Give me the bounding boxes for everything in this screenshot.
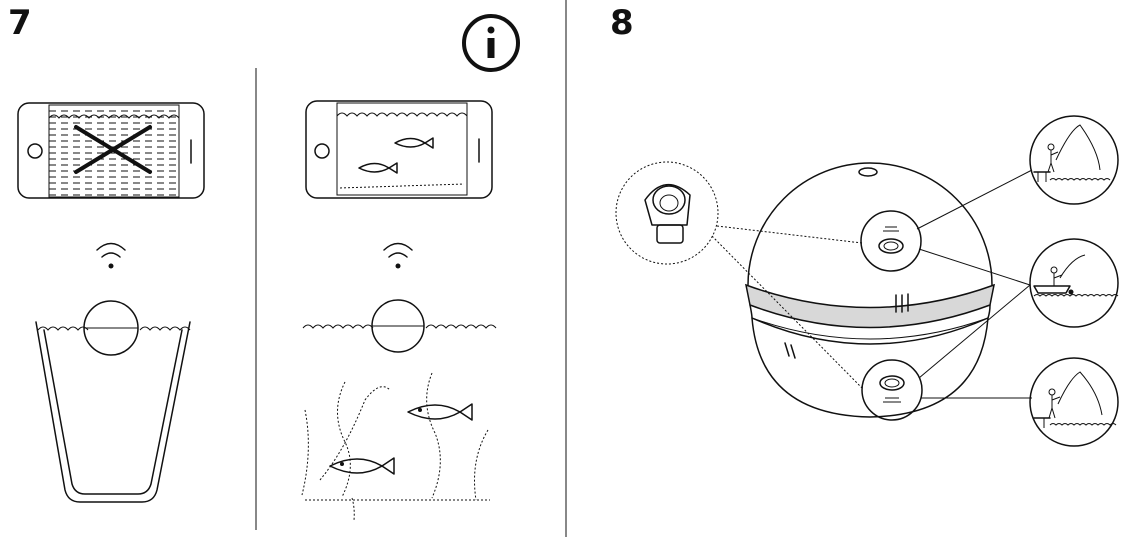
cup (35, 321, 191, 503)
fish-icon (358, 162, 398, 174)
wifi-icon (383, 242, 413, 269)
smartphone-icon (305, 100, 493, 199)
x-mark-icon (74, 125, 152, 174)
sonar-device (745, 162, 995, 418)
fisherman-icon (1029, 357, 1119, 447)
wifi-icon (96, 242, 126, 269)
sensor-closeup (644, 184, 691, 244)
step-number-8: 8 (610, 3, 634, 43)
fish-icon (407, 403, 473, 421)
info-circle-icon (462, 14, 520, 72)
water-surface (302, 324, 497, 329)
zoom-callout (615, 161, 719, 265)
fish-icon (394, 137, 434, 149)
fisherman-icon (1029, 115, 1119, 205)
step-number-7: 7 (8, 3, 32, 43)
seaweed (301, 372, 489, 521)
sensor-bottom (861, 359, 923, 421)
sensor-top (860, 210, 922, 272)
fish-icon (329, 457, 395, 475)
fisherman-icon (1029, 238, 1119, 328)
